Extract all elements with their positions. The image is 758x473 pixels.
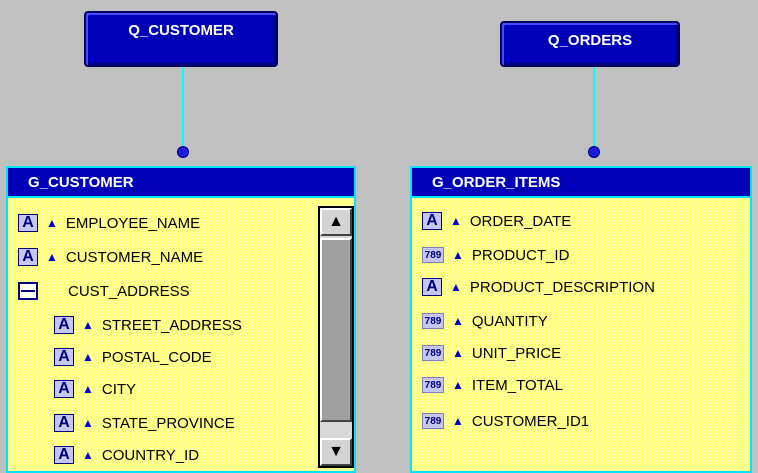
field-label: UNIT_PRICE xyxy=(471,344,562,362)
arrow-up-icon: ▲ xyxy=(450,280,462,294)
query-box-q-customer[interactable]: Q_CUSTOMER xyxy=(84,11,278,67)
field-label: CUSTOMER_NAME xyxy=(65,248,204,266)
link-line xyxy=(593,67,595,150)
query-box-q-orders[interactable]: Q_ORDERS xyxy=(500,21,680,67)
field-row[interactable]: A ▲ EMPLOYEE_NAME xyxy=(18,210,200,236)
scroll-up-button[interactable]: ▲ xyxy=(320,208,352,236)
field-row[interactable]: 789 ▲ QUANTITY xyxy=(422,308,548,334)
arrow-up-icon: ▲ xyxy=(452,378,464,392)
field-label: ITEM_TOTAL xyxy=(471,376,564,394)
field-row[interactable]: A ▲ POSTAL_CODE xyxy=(54,344,212,370)
scroll-thumb[interactable] xyxy=(320,238,352,422)
arrow-up-icon: ▲ xyxy=(82,382,94,396)
query-title: Q_CUSTOMER xyxy=(128,22,234,39)
field-label: STREET_ADDRESS xyxy=(101,316,242,334)
field-row[interactable]: 789 ▲ ITEM_TOTAL xyxy=(422,372,563,398)
numeric-field-icon: 789 xyxy=(422,413,444,429)
numeric-field-icon: 789 xyxy=(422,377,444,393)
field-row[interactable]: A ▲ STREET_ADDRESS xyxy=(54,312,242,338)
field-row[interactable]: A ▲ CITY xyxy=(54,376,136,402)
field-label: COUNTRY_ID xyxy=(101,446,200,464)
arrow-up-icon: ▲ xyxy=(82,416,94,430)
field-label: QUANTITY xyxy=(471,312,548,330)
field-label: CUSTOMER_ID1 xyxy=(471,412,590,430)
arrow-up-icon: ▲ xyxy=(82,448,94,462)
arrow-up-icon: ▲ xyxy=(46,250,58,264)
link-dot[interactable] xyxy=(588,146,600,158)
vertical-scrollbar[interactable]: ▲ ▼ xyxy=(318,206,354,468)
field-label: PRODUCT_ID xyxy=(471,246,570,264)
field-row[interactable]: 789 ▲ PRODUCT_ID xyxy=(422,242,569,268)
arrow-up-icon: ▲ xyxy=(46,216,58,230)
field-row[interactable]: 789 ▲ UNIT_PRICE xyxy=(422,340,561,366)
scroll-down-button[interactable]: ▼ xyxy=(320,438,352,466)
field-label: PRODUCT_DESCRIPTION xyxy=(469,278,655,296)
alpha-field-icon: A xyxy=(54,380,74,398)
alpha-field-icon: A xyxy=(54,414,74,432)
numeric-field-icon: 789 xyxy=(422,345,444,361)
alpha-field-icon: A xyxy=(18,248,38,266)
alpha-field-icon: A xyxy=(54,316,74,334)
alpha-field-icon: A xyxy=(422,278,442,296)
numeric-field-icon: 789 xyxy=(422,313,444,329)
arrow-up-icon: ▲ xyxy=(82,350,94,364)
field-row[interactable]: 789 ▲ CUSTOMER_ID1 xyxy=(422,408,589,434)
arrow-up-icon: ▲ xyxy=(452,248,464,262)
group-title: G_ORDER_ITEMS xyxy=(412,168,750,198)
arrow-up-icon: ▲ xyxy=(452,314,464,328)
field-row[interactable]: A ▲ COUNTRY_ID xyxy=(54,442,199,468)
numeric-field-icon: 789 xyxy=(422,247,444,263)
field-label: EMPLOYEE_NAME xyxy=(65,214,201,232)
field-row[interactable]: CUST_ADDRESS xyxy=(18,278,190,304)
alpha-field-icon: A xyxy=(54,446,74,464)
field-label: STATE_PROVINCE xyxy=(101,414,235,432)
alpha-field-icon: A xyxy=(54,348,74,366)
field-row[interactable]: A ▲ STATE_PROVINCE xyxy=(54,410,235,436)
group-box-g-order-items[interactable]: G_ORDER_ITEMS A ▲ ORDER_DATE 789 ▲ PRODU… xyxy=(410,166,752,473)
arrow-up-icon: ▲ xyxy=(452,414,464,428)
group-field-icon xyxy=(18,282,38,300)
group-box-g-customer[interactable]: G_CUSTOMER A ▲ EMPLOYEE_NAME A ▲ CUSTOME… xyxy=(6,166,356,473)
field-label: CITY xyxy=(101,380,137,398)
arrow-up-icon: ▲ xyxy=(82,318,94,332)
field-label: POSTAL_CODE xyxy=(101,348,212,366)
alpha-field-icon: A xyxy=(18,214,38,232)
field-row[interactable]: A ▲ PRODUCT_DESCRIPTION xyxy=(422,274,655,300)
arrow-up-icon: ▲ xyxy=(452,346,464,360)
field-row[interactable]: A ▲ ORDER_DATE xyxy=(422,208,571,234)
field-row[interactable]: A ▲ CUSTOMER_NAME xyxy=(18,244,203,270)
query-title: Q_ORDERS xyxy=(547,32,633,49)
field-label: CUST_ADDRESS xyxy=(68,282,190,300)
link-line xyxy=(182,67,184,150)
group-title: G_CUSTOMER xyxy=(8,168,354,198)
field-label: ORDER_DATE xyxy=(469,212,572,230)
link-dot[interactable] xyxy=(177,146,189,158)
alpha-field-icon: A xyxy=(422,212,442,230)
arrow-up-icon: ▲ xyxy=(450,214,462,228)
